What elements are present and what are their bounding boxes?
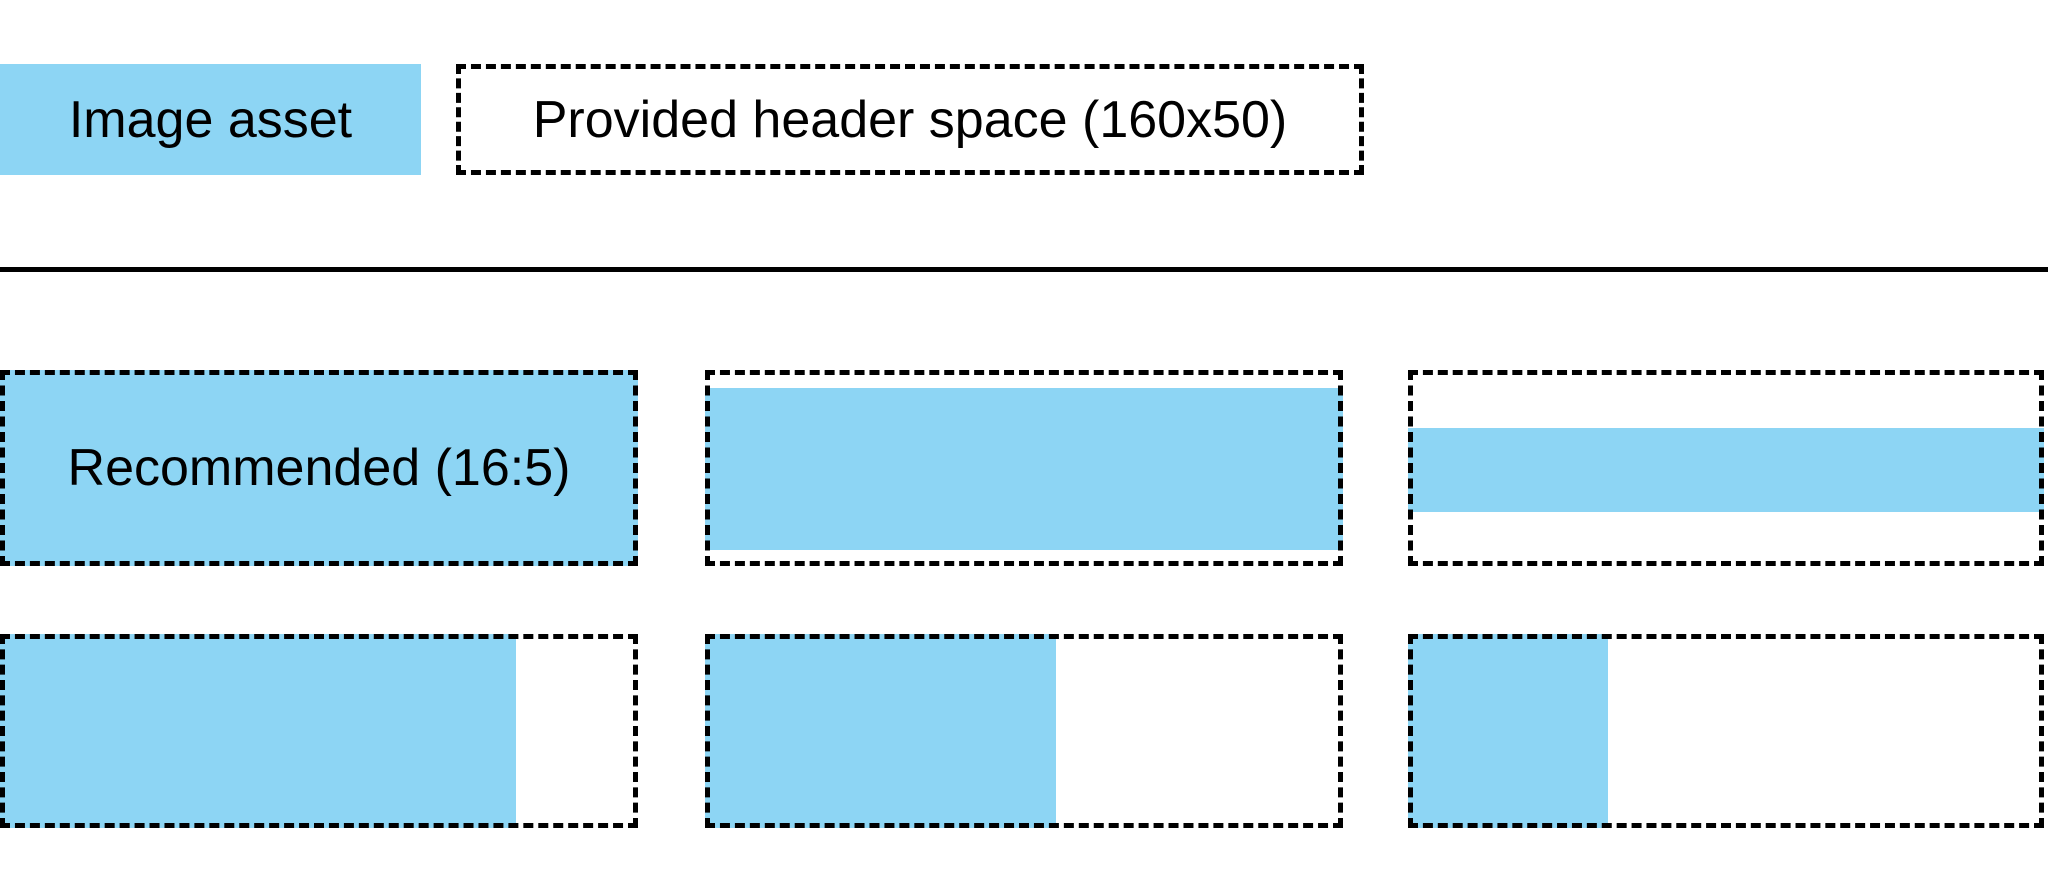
legend-image-asset-swatch: Image asset	[0, 64, 421, 175]
image-asset-fill	[1408, 428, 2044, 512]
image-asset-fill	[705, 634, 1056, 828]
recommended-label: Recommended (16:5)	[67, 439, 571, 497]
example-tall-asset-left-aligned	[0, 634, 638, 828]
image-asset-fill	[0, 634, 517, 828]
example-recommended-16-5: Recommended (16:5)	[0, 370, 638, 566]
image-asset-fill	[0, 370, 638, 566]
legend-header-space-box: Provided header space (160x50)	[456, 64, 1364, 175]
example-wide-asset-centered	[705, 370, 1343, 566]
image-asset-fill	[705, 388, 1343, 550]
example-extra-wide-asset-centered	[1408, 370, 2044, 566]
example-taller-asset-left-aligned	[705, 634, 1343, 828]
legend-image-asset-label: Image asset	[68, 90, 353, 149]
example-square-asset-left-aligned	[1408, 634, 2044, 828]
section-divider-line	[0, 267, 2048, 272]
legend-header-space-label: Provided header space (160x50)	[532, 90, 1288, 149]
image-asset-fill	[1408, 634, 1608, 828]
